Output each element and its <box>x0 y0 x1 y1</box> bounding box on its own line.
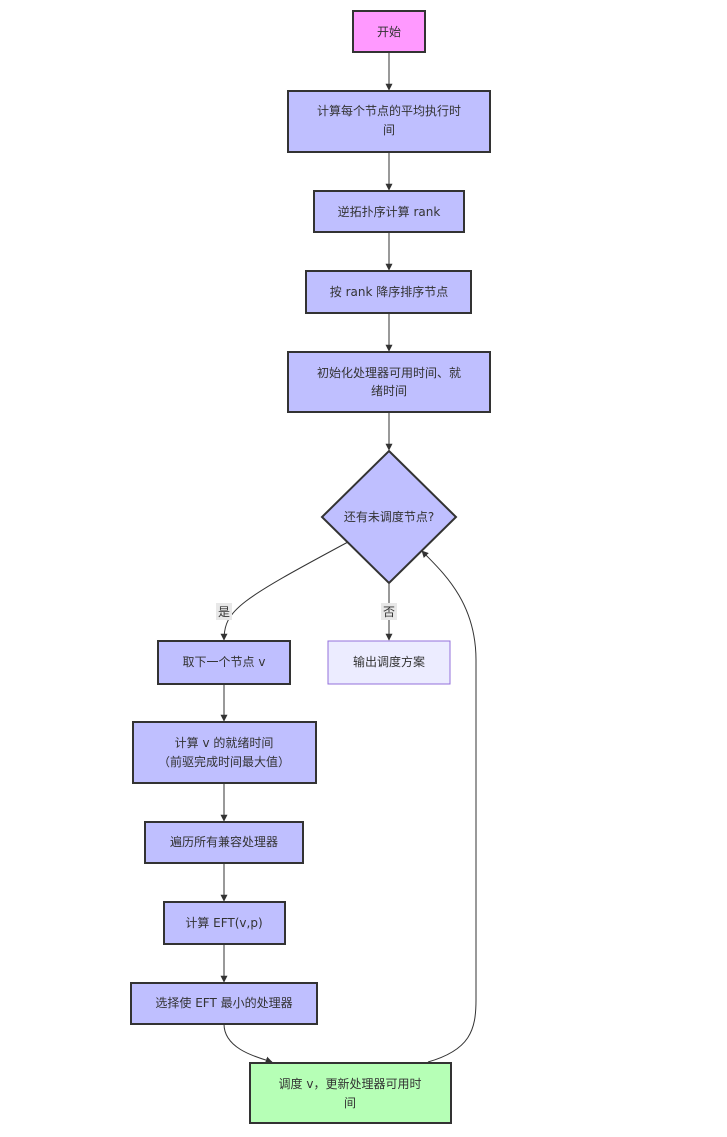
node-sort: 按 rank 降序排序节点 <box>305 270 472 314</box>
node-avg-exec-line-2: 间 <box>383 123 395 137</box>
edge-label-no-bg <box>381 603 397 620</box>
node-sort-line-1: 按 rank 降序排序节点 <box>330 284 448 299</box>
edge-label-yes: 是 <box>216 603 232 620</box>
node-rank-line-1: 逆拓扑序计算 rank <box>338 204 441 219</box>
edge-label-no-text: 否 <box>383 605 395 619</box>
node-avg-exec-box <box>287 90 491 153</box>
node-output-line-1: 输出调度方案 <box>353 654 425 669</box>
node-ready-time-line-2: （前驱完成时间最大值） <box>158 754 290 769</box>
node-schedule: 调度 v，更新处理器可用时 间 <box>249 1062 452 1124</box>
edge-label-yes-text: 是 <box>218 605 230 619</box>
edge-schedule-decision-loop <box>421 550 477 1063</box>
node-traverse-box <box>144 821 304 864</box>
node-traverse: 遍历所有兼容处理器 <box>144 821 304 864</box>
node-next: 取下一个节点 v <box>157 640 291 685</box>
edges <box>220 52 477 1064</box>
node-init: 初始化处理器可用时间、就 绪时间 <box>287 351 491 413</box>
node-start-line-1: 开始 <box>377 25 401 39</box>
node-eft-line-1: 计算 EFT(v,p) <box>185 915 262 930</box>
node-decision: 还有未调度节点? <box>320 449 458 585</box>
node-ready-time-line-1: 计算 v 的就绪时间 <box>175 735 274 750</box>
node-rank: 逆拓扑序计算 rank <box>313 190 465 233</box>
node-init-line-1: 初始化处理器可用时间、就 <box>317 366 461 380</box>
edge-decision-yes <box>220 541 349 641</box>
node-rank-box <box>313 190 465 233</box>
node-eft-box <box>163 901 286 945</box>
node-output: 输出调度方案 <box>327 640 451 685</box>
node-avg-exec: 计算每个节点的平均执行时 间 <box>287 90 491 153</box>
node-select-box <box>130 982 318 1025</box>
node-schedule-line-2: 间 <box>344 1096 356 1110</box>
node-schedule-line-1: 调度 v，更新处理器可用时 <box>279 1076 422 1091</box>
node-avg-exec-line-1: 计算每个节点的平均执行时 <box>317 103 461 118</box>
edge-label-no: 否 <box>381 603 397 620</box>
node-start: 开始 <box>352 10 426 53</box>
node-output-box <box>327 640 451 685</box>
node-next-box <box>157 640 291 685</box>
node-select-line-1: 选择使 EFT 最小的处理器 <box>155 995 292 1010</box>
node-next-line-1: 取下一个节点 v <box>183 655 266 669</box>
node-init-line-2: 绪时间 <box>371 384 407 398</box>
node-sort-box <box>305 270 472 314</box>
node-ready-time-box <box>132 721 317 784</box>
node-select: 选择使 EFT 最小的处理器 <box>130 982 318 1025</box>
node-traverse-line-1: 遍历所有兼容处理器 <box>170 834 278 849</box>
node-decision-diamond <box>320 449 458 585</box>
edge-label-yes-bg <box>216 603 232 620</box>
node-eft: 计算 EFT(v,p) <box>163 901 286 945</box>
node-schedule-box <box>249 1062 452 1124</box>
node-start-box <box>352 10 426 53</box>
node-init-box <box>287 351 491 413</box>
edge-select-schedule <box>223 1023 273 1064</box>
node-decision-line-1: 还有未调度节点? <box>344 509 434 524</box>
node-ready-time: 计算 v 的就绪时间 （前驱完成时间最大值） <box>132 721 317 784</box>
